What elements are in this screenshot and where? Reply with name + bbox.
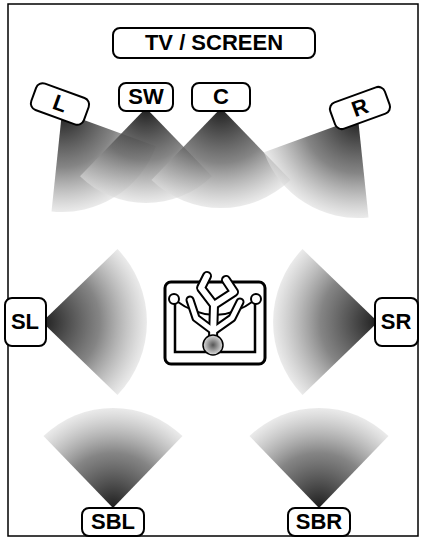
speaker-label: C [191,82,251,112]
speaker-label: SBR [287,507,351,537]
node-label: L [50,91,70,116]
node-label: SBL [91,511,135,533]
speaker-label: SW [118,82,174,112]
speaker-label: L [28,80,93,128]
dispersion-fan [42,249,147,395]
node-label: SR [381,311,412,333]
node-label: TV / SCREEN [145,32,283,54]
dispersion-fan [273,249,378,395]
speaker-label: SR [374,297,419,347]
node-label: SL [11,311,39,333]
listener-chair [165,276,265,364]
speaker-label: SL [4,297,47,347]
dispersion-fan [250,408,389,508]
speaker-label: R [327,84,394,133]
node-label: SBR [296,511,342,533]
screen-box: TV / SCREEN [112,27,316,59]
node-label: R [349,95,371,121]
node-label: C [213,86,229,108]
dispersion-fan [44,408,183,508]
node-label: SW [128,86,163,108]
dispersion-fans [42,108,389,508]
frame [8,4,418,536]
speaker-label: SBL [81,507,145,537]
dispersion-fan [264,118,369,218]
